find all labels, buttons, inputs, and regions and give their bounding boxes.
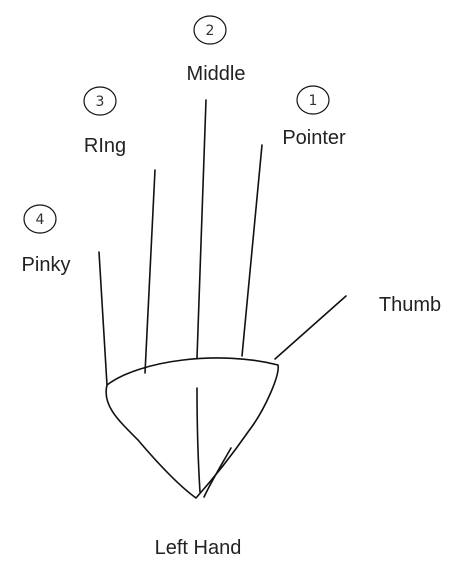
pinky-finger-line	[99, 252, 107, 385]
diagram-title: Left Hand	[155, 537, 242, 559]
middle-number-badge: 2	[194, 16, 226, 44]
pointer-number-badge: 1	[297, 86, 329, 114]
middle-label: Middle	[187, 63, 246, 85]
pointer-number: 1	[309, 93, 318, 109]
thumb-label: Thumb	[379, 294, 441, 316]
middle-finger-line	[197, 100, 206, 358]
ring-label: RIng	[84, 135, 126, 157]
ring-number-badge: 3	[84, 87, 116, 115]
palm-outline	[106, 358, 278, 498]
ring-number: 3	[96, 94, 105, 110]
pointer-label: Pointer	[282, 127, 346, 149]
pointer-finger-line	[242, 145, 262, 356]
palm-center-line	[197, 388, 200, 492]
pinky-label: Pinky	[22, 254, 71, 276]
pinky-number: 4	[36, 212, 45, 228]
palm-lower-line	[204, 448, 231, 497]
thumb-line	[275, 296, 346, 359]
pinky-number-badge: 4	[24, 205, 56, 233]
ring-finger-line	[145, 170, 155, 373]
middle-number: 2	[206, 23, 215, 39]
